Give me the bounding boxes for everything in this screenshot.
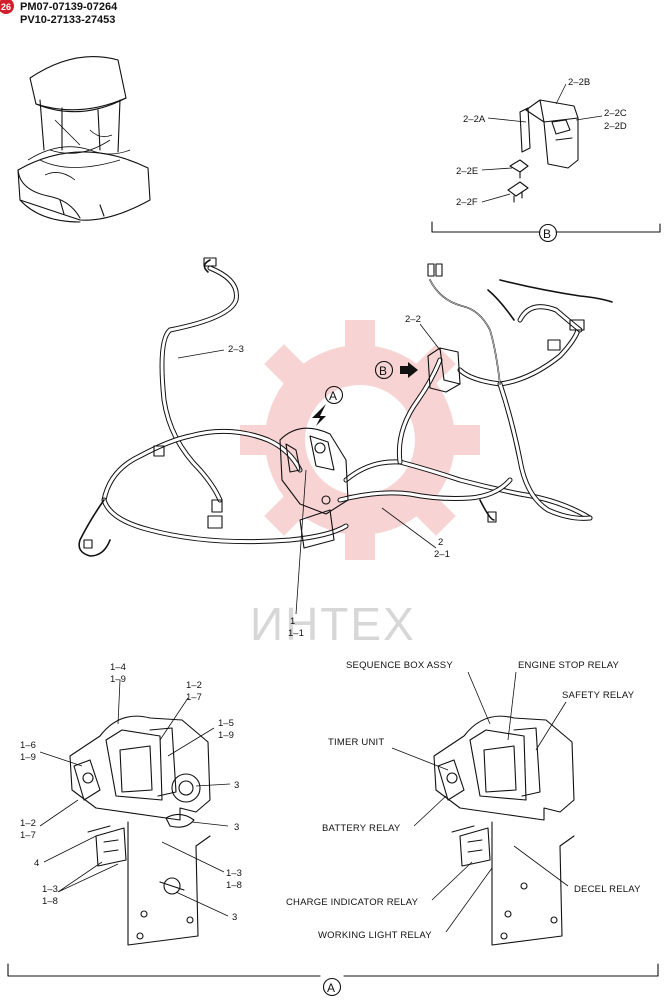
detail-a-right-leaders xyxy=(391,671,569,933)
label-timer-unit: TIMER UNIT xyxy=(328,737,384,748)
label-working-light-relay: WORKING LIGHT RELAY xyxy=(318,930,432,941)
label-2-2f: 2–2F xyxy=(456,197,478,208)
label-2-2e: 2–2E xyxy=(456,166,478,177)
label-1-9-left: 1–9 xyxy=(20,752,36,763)
page-badge: 26 xyxy=(0,0,14,14)
label-1-7-top: 1–7 xyxy=(186,692,202,703)
label-1-8-right: 1–8 xyxy=(226,880,242,891)
label-2-3: 2–3 xyxy=(228,344,244,355)
detail-a-circle xyxy=(322,977,342,997)
detail-a-letter: A xyxy=(327,981,335,995)
label-1-5: 1–5 xyxy=(218,718,234,729)
label-1: 1 xyxy=(290,616,295,627)
label-3-middle: 3 xyxy=(234,822,239,833)
detail-b-letter: B xyxy=(543,227,551,241)
model-code-2: PV10-27133-27453 xyxy=(20,14,116,26)
label-3-upper: 3 xyxy=(234,780,239,791)
callout-a-circle xyxy=(324,385,344,405)
label-1-3-right: 1–3 xyxy=(226,868,242,879)
label-sequence-box-assy: SEQUENCE BOX ASSY xyxy=(346,660,453,671)
callout-b-circle xyxy=(374,360,394,380)
callout-b-letter: B xyxy=(379,364,387,378)
label-1-7-left: 1–7 xyxy=(20,830,36,841)
label-1-6: 1–6 xyxy=(20,740,36,751)
page-badge-text: 26 xyxy=(1,2,11,12)
detail-a-frame xyxy=(7,963,659,977)
label-safety-relay: SAFETY RELAY xyxy=(562,690,635,701)
label-battery-relay: BATTERY RELAY xyxy=(322,823,401,834)
sequence-box-main xyxy=(279,427,349,549)
detail-b-fuse-f xyxy=(507,181,529,203)
arrow-b xyxy=(400,362,418,378)
label-2-2d: 2–2D xyxy=(604,121,627,132)
machine-overview xyxy=(17,56,151,223)
label-2-2c: 2–2C xyxy=(604,108,627,119)
label-2-2: 2–2 xyxy=(405,314,421,325)
label-2: 2 xyxy=(438,537,443,548)
label-engine-stop-relay: ENGINE STOP RELAY xyxy=(518,660,620,671)
label-4: 4 xyxy=(34,858,39,869)
watermark-text: ИНТЕХ xyxy=(250,598,416,650)
arrow-a xyxy=(312,404,326,426)
label-1-2-top: 1–2 xyxy=(186,680,202,691)
fuse-holder xyxy=(427,347,461,393)
label-1-9-top: 1–9 xyxy=(110,674,126,685)
label-1-4: 1–4 xyxy=(110,662,126,673)
detail-b-relay xyxy=(519,99,579,169)
label-2-2b: 2–2B xyxy=(568,77,590,88)
detail-b-circle xyxy=(538,223,558,243)
detail-b-frame xyxy=(431,221,661,233)
label-1-8-left: 1–8 xyxy=(42,896,58,907)
sequence-box-right xyxy=(433,715,575,946)
label-decel-relay: DECEL RELAY xyxy=(574,884,641,895)
label-3-lower: 3 xyxy=(232,912,237,923)
model-code-1: PM07-07139-07264 xyxy=(20,1,118,13)
wire-harness xyxy=(78,259,613,557)
sequence-box-left xyxy=(69,715,211,946)
label-1-3-left: 1–3 xyxy=(42,884,58,895)
label-1-1: 1–1 xyxy=(288,628,304,639)
detail-a-left-leaders xyxy=(39,679,231,917)
detail-b-fuse-e xyxy=(509,159,529,179)
callout-a-letter: A xyxy=(329,389,337,403)
label-charge-indicator-relay: CHARGE INDICATOR RELAY xyxy=(286,897,419,908)
label-1-9-mid: 1–9 xyxy=(218,730,234,741)
wire-connectors xyxy=(83,257,585,549)
label-2-1: 2–1 xyxy=(434,549,450,560)
label-1-2-left: 1–2 xyxy=(20,818,36,829)
watermark-gear xyxy=(240,320,480,560)
label-2-2a: 2–2A xyxy=(463,114,486,125)
